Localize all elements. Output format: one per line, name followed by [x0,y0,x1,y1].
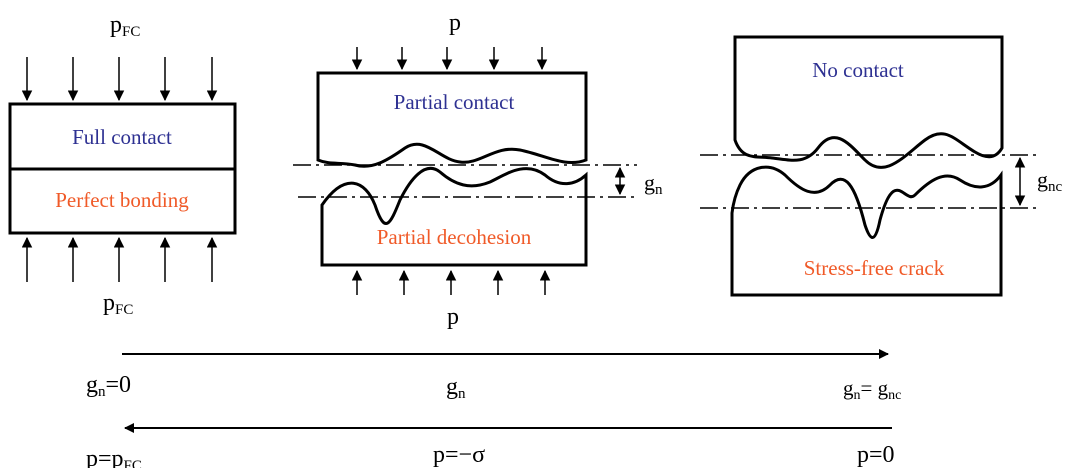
gap-axis: gn=0 gn gn= gnc [86,349,901,403]
no-contact-upper-block [733,35,1004,169]
pressure-axis-right-label: p=0 [857,442,895,468]
full-bottom-load-label: pFC [103,290,133,318]
gap-axis-right-label: gn= gnc [843,376,901,403]
panel-full-contact: pFC Full contact Perfect bonding pFC [8,12,237,318]
full-bottom-load-arrows [21,236,218,282]
panel-partial-contact: p gn Partial contact Partial decohesion … [293,10,663,330]
perfect-bonding-label: Perfect bonding [55,188,189,212]
full-top-load-label: pFC [110,12,140,40]
pressure-axis-left-label: p=pFC [86,446,142,468]
gap-axis-left-label: gn=0 [86,372,131,400]
partial-top-load-label: p [449,10,461,36]
gn-gap-label: gn [644,170,663,198]
pressure-axis: p=pFC p=−σ p=0 [86,423,895,468]
stress-free-crack-label: Stress-free crack [804,256,945,280]
panel-no-contact: gnc No contact Stress-free crack [700,35,1063,297]
pressure-axis-middle-label: p=−σ [433,442,485,468]
no-contact-lower-block [730,165,1003,297]
no-contact-label: No contact [812,58,904,82]
full-contact-label: Full contact [72,125,172,149]
gap-axis-middle-label: gn [446,374,466,402]
partial-decohesion-label: Partial decohesion [377,225,532,249]
partial-top-load-arrows [351,47,548,71]
partial-lower-block [320,166,588,267]
gnc-gap-label: gnc [1037,167,1063,195]
partial-bottom-load-label: p [447,304,459,330]
full-top-load-arrows [21,57,218,102]
partial-bottom-load-arrows [351,269,551,295]
partial-upper-block [316,71,588,168]
partial-contact-label: Partial contact [394,90,515,114]
